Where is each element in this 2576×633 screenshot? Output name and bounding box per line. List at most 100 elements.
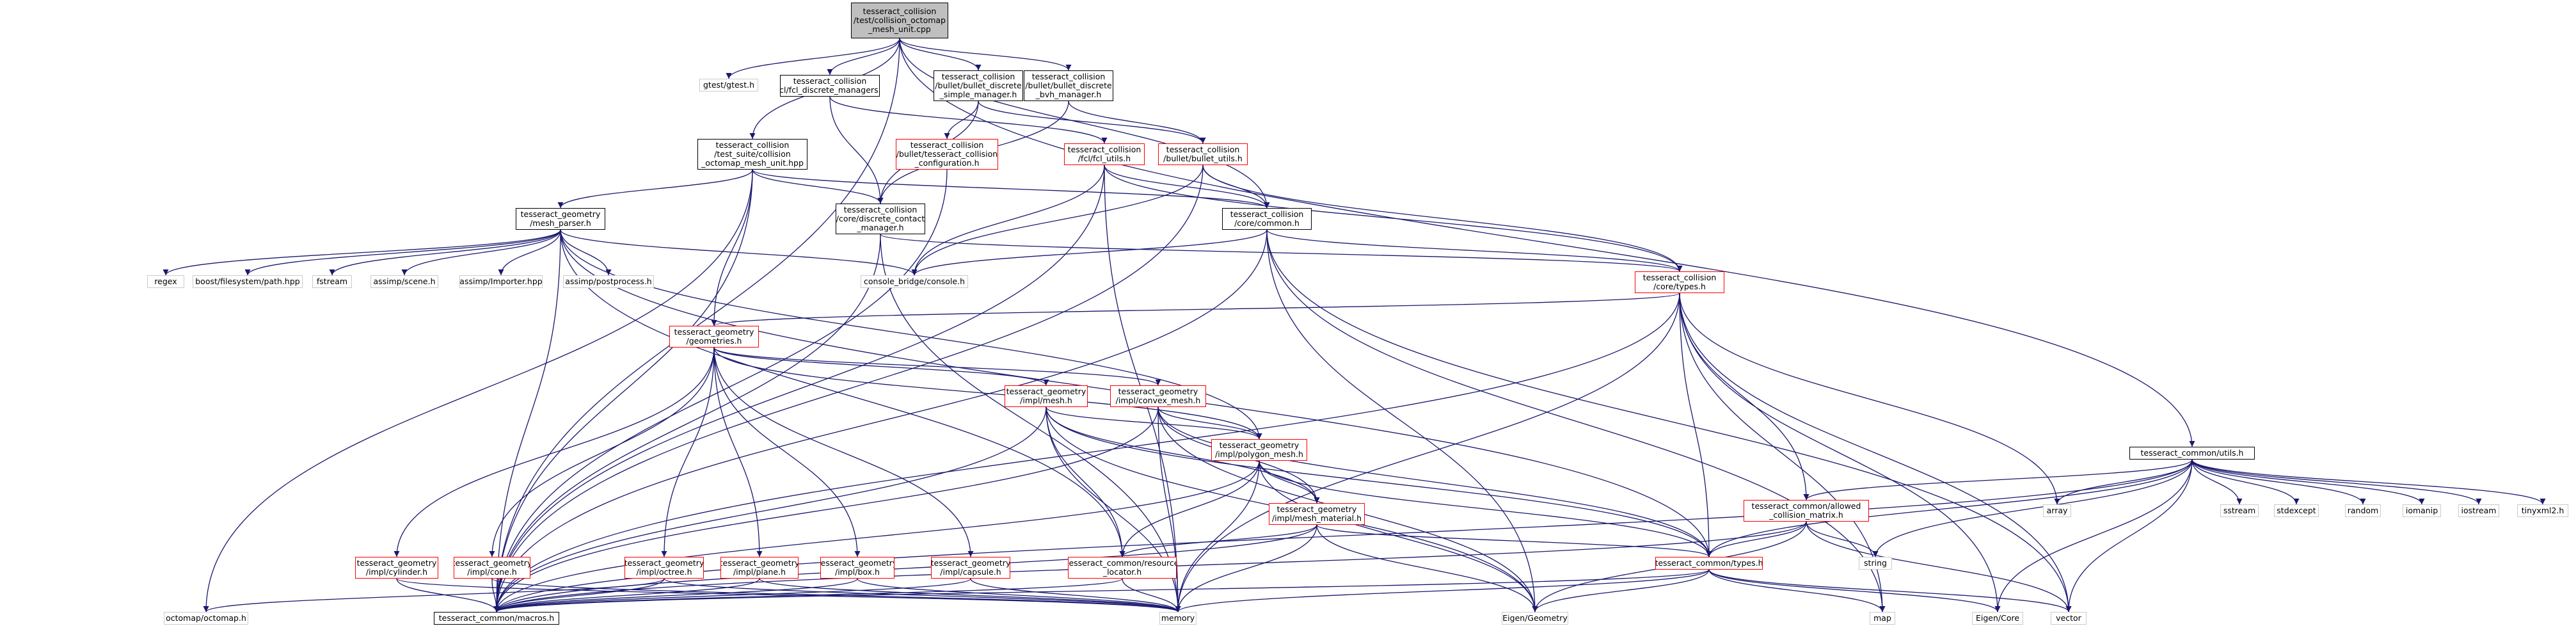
edge-mesh-parser-to-fstream bbox=[329, 229, 561, 276]
node-common-utils[interactable]: tesseract_common/utils.h bbox=[2129, 447, 2255, 460]
edge-root-to-macros bbox=[493, 38, 900, 613]
node-assimp-post[interactable]: assimp/postprocess.h bbox=[563, 275, 654, 288]
edge-core-types-to-eigen-core bbox=[1679, 292, 2001, 613]
edge-common-h-to-vector bbox=[1266, 229, 2072, 613]
edge-convex-mesh-to-macros bbox=[493, 406, 1159, 613]
edge-common-utils-to-sstream bbox=[2191, 459, 2243, 505]
node-allowed[interactable]: tesseract_common/allowed _collision_matr… bbox=[1744, 500, 1869, 522]
edge-core-types-to-memory bbox=[1175, 292, 1680, 613]
edge-convex-mesh-to-common-types bbox=[1157, 406, 1712, 557]
node-polygon-mesh[interactable]: tesseract_geometry /impl/polygon_mesh.h bbox=[1211, 439, 1307, 461]
node-common-h[interactable]: tesseract_collision /core/common.h bbox=[1222, 208, 1312, 230]
edge-common-types-to-memory bbox=[1175, 569, 1710, 613]
node-fcl-dm[interactable]: tesseract_collision /fcl/fcl_discrete_ma… bbox=[780, 75, 880, 97]
edge-geometries-to-octree bbox=[661, 347, 715, 557]
node-fstream[interactable]: fstream bbox=[312, 275, 352, 288]
node-root: tesseract_collision /test/collision_octo… bbox=[851, 3, 948, 38]
node-capsule[interactable]: tesseract_geometry /impl/capsule.h bbox=[931, 557, 1010, 579]
node-impl-mesh[interactable]: tesseract_geometry /impl/mesh.h bbox=[1005, 385, 1088, 407]
edge-plane-to-memory bbox=[759, 578, 1181, 613]
edge-common-utils-to-iostream bbox=[2191, 459, 2482, 505]
edge-mesh-parser-to-regex bbox=[163, 229, 561, 276]
edge-box-to-memory bbox=[857, 578, 1181, 613]
node-box[interactable]: tesseract_geometry /impl/box.h bbox=[820, 557, 894, 579]
edge-mesh-parser-to-polygon-mesh bbox=[560, 229, 1262, 440]
edge-mesh-parser-to-resource bbox=[560, 229, 1125, 557]
node-bullet-bvh[interactable]: tesseract_collision /bullet/bullet_discr… bbox=[1024, 70, 1113, 101]
edge-fcl-utils-to-console bbox=[911, 164, 1105, 276]
node-console[interactable]: console_bridge/console.h bbox=[861, 275, 968, 288]
node-cone[interactable]: tesseract_geometry /impl/cone.h bbox=[454, 557, 530, 579]
node-resource[interactable]: tesseract_common/resource _locator.h bbox=[1068, 557, 1177, 579]
edge-common-utils-to-random bbox=[2191, 459, 2366, 505]
node-assimp-importer[interactable]: assimp/Importer.hpp bbox=[459, 275, 543, 288]
edge-convex-mesh-to-memory bbox=[1157, 406, 1181, 613]
node-gtest[interactable]: gtest/gtest.h bbox=[699, 79, 758, 92]
edge-geometries-to-polygon-mesh bbox=[713, 347, 1262, 440]
node-tinyxml2[interactable]: tinyxml2.h bbox=[2517, 504, 2568, 517]
edge-geometries-to-convex-mesh bbox=[713, 347, 1161, 386]
node-map[interactable]: map bbox=[1870, 612, 1895, 625]
edge-fcl-utils-to-core-types bbox=[1104, 164, 1683, 272]
edge-common-utils-to-stdexcept bbox=[2191, 459, 2300, 505]
node-cylinder[interactable]: tesseract_geometry /impl/cylinder.h bbox=[355, 557, 438, 579]
node-assimp-scene[interactable]: assimp/scene.h bbox=[370, 275, 438, 288]
edge-geometries-to-cylinder bbox=[394, 347, 715, 557]
node-bullet-utils[interactable]: tesseract_collision /bullet/bullet_utils… bbox=[1158, 143, 1248, 165]
node-octomap[interactable]: octomap/octomap.h bbox=[164, 612, 248, 625]
node-vector[interactable]: vector bbox=[2051, 612, 2087, 625]
node-core-types[interactable]: tesseract_collision /core/types.h bbox=[1635, 271, 1724, 293]
edge-common-types-to-macros bbox=[493, 569, 1710, 613]
edge-bullet-bvh-to-bullet-utils bbox=[1068, 100, 1206, 144]
edge-geometries-to-plane bbox=[713, 347, 763, 557]
edge-common-utils-to-iomanip bbox=[2191, 459, 2425, 505]
edge-mesh-parser-to-boost-fs bbox=[244, 229, 561, 276]
edge-common-types-to-eigen-geo bbox=[1532, 569, 1710, 613]
edge-test-suite-to-common-h bbox=[752, 169, 1270, 209]
edge-dcm-to-core-types bbox=[880, 234, 1683, 272]
edge-polygon-mesh-to-macros bbox=[493, 460, 1260, 613]
node-boost-fs[interactable]: boost/filesystem/path.hpp bbox=[193, 275, 303, 288]
node-mesh-parser[interactable]: tesseract_geometry /mesh_parser.h bbox=[516, 208, 605, 230]
node-regex[interactable]: regex bbox=[147, 275, 184, 288]
edge-cone-to-memory bbox=[491, 578, 1181, 613]
node-macros[interactable]: tesseract_common/macros.h bbox=[434, 612, 559, 625]
node-mesh-material[interactable]: tesseract_geometry /impl/mesh_material.h bbox=[1269, 503, 1365, 525]
edge-polygon-mesh-to-memory bbox=[1175, 460, 1260, 613]
node-array[interactable]: array bbox=[2043, 504, 2071, 517]
edge-octree-to-macros bbox=[493, 578, 665, 613]
edge-test-suite-to-octomap bbox=[203, 169, 753, 613]
node-stdexcept[interactable]: stdexcept bbox=[2274, 504, 2319, 517]
node-common-types[interactable]: tesseract_common/types.h bbox=[1655, 557, 1763, 570]
edge-test-suite-to-geometries bbox=[711, 169, 753, 326]
edge-common-types-to-map bbox=[1708, 569, 1886, 613]
edge-common-utils-to-string bbox=[1872, 459, 2193, 557]
edge-geometries-to-capsule bbox=[713, 347, 974, 557]
node-geometries[interactable]: tesseract_geometry /geometries.h bbox=[669, 326, 759, 348]
node-random[interactable]: random bbox=[2345, 504, 2381, 517]
edge-test-suite-to-macros bbox=[493, 169, 753, 613]
node-test-suite[interactable]: tesseract_collision /test_suite/collisio… bbox=[697, 139, 807, 170]
edge-root-to-common-utils bbox=[899, 38, 2195, 447]
node-iostream[interactable]: iostream bbox=[2458, 504, 2499, 517]
node-convex-mesh[interactable]: tesseract_geometry /impl/convex_mesh.h bbox=[1110, 385, 1206, 407]
node-iomanip[interactable]: iomanip bbox=[2403, 504, 2441, 517]
node-plane[interactable]: tesseract_geometry /impl/plane.h bbox=[720, 557, 799, 579]
node-fcl-utils[interactable]: tesseract_collision /fcl/fcl_utils.h bbox=[1064, 143, 1145, 165]
node-eigen-core[interactable]: Eigen/Core bbox=[1972, 612, 2023, 625]
node-octree[interactable]: tesseract_geometry /impl/octree.h bbox=[624, 557, 704, 579]
node-eigen-geo[interactable]: Eigen/Geometry bbox=[1502, 612, 1568, 625]
node-string[interactable]: string bbox=[1859, 557, 1892, 570]
edge-bullet-utils-to-core-types bbox=[1202, 164, 1683, 272]
edge-geometries-to-impl-mesh bbox=[713, 347, 1049, 386]
node-sstream[interactable]: sstream bbox=[2220, 504, 2259, 517]
node-memory[interactable]: memory bbox=[1159, 612, 1197, 625]
edge-impl-mesh-to-memory bbox=[1046, 406, 1181, 613]
edge-core-types-to-allowed bbox=[1679, 292, 1809, 501]
edge-plane-to-macros bbox=[493, 578, 760, 613]
node-bullet-conf[interactable]: tesseract_collision /bullet/tesseract_co… bbox=[896, 139, 998, 170]
edge-mesh-material-to-resource bbox=[1119, 524, 1317, 557]
node-dcm[interactable]: tesseract_collision /core/discrete_conta… bbox=[836, 204, 925, 234]
node-bullet-simple[interactable]: tesseract_collision /bullet/bullet_discr… bbox=[934, 70, 1023, 101]
